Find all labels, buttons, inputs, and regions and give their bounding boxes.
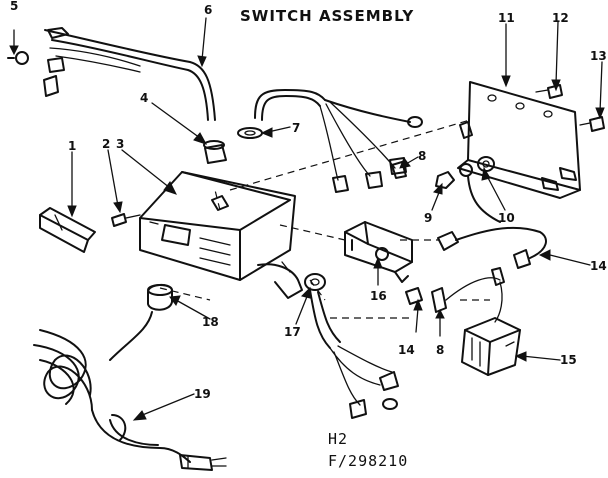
part-5-clip	[7, 51, 29, 65]
part-9-nut	[435, 171, 455, 189]
diagram-title: SWITCH ASSEMBLY	[240, 7, 414, 25]
part-labels: 5 6 4 7 1 2 3 11 12 13 8 9 10 14 16 18 1…	[10, 0, 607, 401]
part-17-washer	[304, 273, 326, 291]
part-11-mounting-plate	[457, 81, 581, 199]
part-3-switch-housing	[139, 171, 303, 299]
label-part-8-lower: 8	[436, 343, 444, 357]
part-6-wire-harness	[43, 27, 216, 121]
label-part-15: 15	[560, 353, 577, 367]
label-part-6: 6	[204, 3, 212, 17]
part-7-washer	[237, 127, 263, 139]
drawing-code-line-2: F/298210	[328, 452, 408, 470]
part-14-wire-upper	[437, 226, 547, 269]
part-14-connector-lower	[405, 287, 423, 305]
label-part-3: 3	[116, 137, 124, 151]
label-part-17: 17	[284, 325, 301, 339]
part-8-clip-upper	[391, 161, 407, 179]
lower-wire-harness	[309, 289, 399, 419]
label-part-16: 16	[370, 289, 387, 303]
part-19-power-cord	[33, 311, 227, 471]
part-8-clip-lower	[431, 277, 501, 313]
label-part-7: 7	[292, 121, 300, 135]
part-12-screw	[535, 84, 563, 99]
label-part-8-upper: 8	[418, 149, 426, 163]
label-part-14-upper: 14	[590, 259, 607, 273]
label-part-12: 12	[552, 11, 569, 25]
label-part-18: 18	[202, 315, 219, 329]
label-part-2: 2	[102, 137, 110, 151]
label-part-19: 19	[194, 387, 211, 401]
label-part-11: 11	[498, 11, 515, 25]
drawing-code-line-1: H2	[328, 430, 348, 448]
part-1-bracket	[39, 207, 96, 253]
label-part-4: 4	[140, 91, 148, 105]
label-part-10: 10	[498, 211, 515, 225]
part-18-grommet	[147, 284, 173, 311]
label-part-13: 13	[590, 49, 607, 63]
label-part-1: 1	[68, 139, 76, 153]
part-2-screw	[111, 213, 141, 227]
label-part-5: 5	[10, 0, 18, 13]
part-16-switch	[344, 221, 413, 283]
leader-arrows	[9, 17, 605, 421]
label-part-14-lower: 14	[398, 343, 415, 357]
label-part-9: 9	[424, 211, 432, 225]
part-13-screw	[579, 116, 605, 132]
part-4-grommet	[203, 140, 227, 164]
part-15-switch-block	[461, 267, 521, 376]
upper-wire-harness	[254, 89, 423, 193]
assembly-guide-lines	[159, 119, 490, 319]
